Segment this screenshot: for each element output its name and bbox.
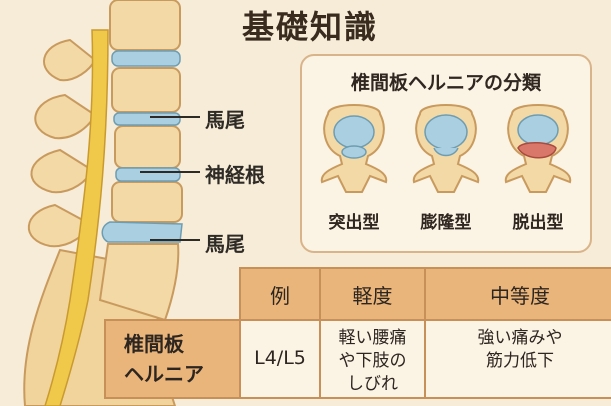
cell-line: 筋力低下 bbox=[486, 351, 554, 371]
label-nerve-root: 神経根 bbox=[205, 163, 265, 187]
row-header-herniation: 椎間板 ヘルニア bbox=[104, 319, 241, 399]
page-title: 基礎知識 bbox=[241, 8, 378, 46]
cell-line: 強い痛みや bbox=[477, 328, 563, 348]
bulging-disc-icon bbox=[412, 104, 480, 193]
cell-line: しびれ bbox=[347, 374, 398, 394]
cell-line: 軽い腰痛 bbox=[338, 328, 407, 348]
row-header-line: ヘルニア bbox=[124, 362, 204, 386]
type-label-extrusion: 脱出型 bbox=[512, 213, 564, 233]
cell-moderate: 強い痛みや 筋力低下 bbox=[424, 319, 611, 399]
header-example: 例 bbox=[239, 267, 321, 321]
severity-table: 例 軽度 中等度 椎間板 ヘルニア L4/L5 軽い腰痛 や下肢の しびれ 強い… bbox=[104, 267, 611, 399]
label-cauda-equina-upper: 馬尾 bbox=[205, 108, 245, 132]
header-moderate: 中等度 bbox=[424, 267, 611, 321]
header-mild: 軽度 bbox=[319, 267, 426, 321]
classification-title: 椎間板ヘルニアの分類 bbox=[350, 72, 541, 94]
extrusion-disc-icon bbox=[504, 104, 572, 193]
spine-illustration bbox=[23, 0, 200, 406]
table-corner bbox=[105, 268, 241, 321]
table-header-row: 例 軽度 中等度 bbox=[105, 267, 611, 321]
label-cauda-equina-lower: 馬尾 bbox=[205, 232, 245, 256]
cell-mild: 軽い腰痛 や下肢の しびれ bbox=[319, 319, 426, 399]
cell-example: L4/L5 bbox=[239, 319, 321, 399]
type-label-bulging: 膨隆型 bbox=[420, 213, 472, 233]
protrusion-disc-icon bbox=[320, 104, 388, 193]
classification-panel: 椎間板ヘルニアの分類 突出型 膨隆型 脱出型 bbox=[300, 54, 592, 253]
row-header-line: 椎間板 bbox=[124, 332, 184, 356]
cell-line: や下肢の bbox=[338, 351, 407, 371]
table-row: 椎間板 ヘルニア L4/L5 軽い腰痛 や下肢の しびれ 強い痛みや 筋力低下 bbox=[104, 319, 611, 399]
type-label-protrusion: 突出型 bbox=[328, 213, 380, 233]
